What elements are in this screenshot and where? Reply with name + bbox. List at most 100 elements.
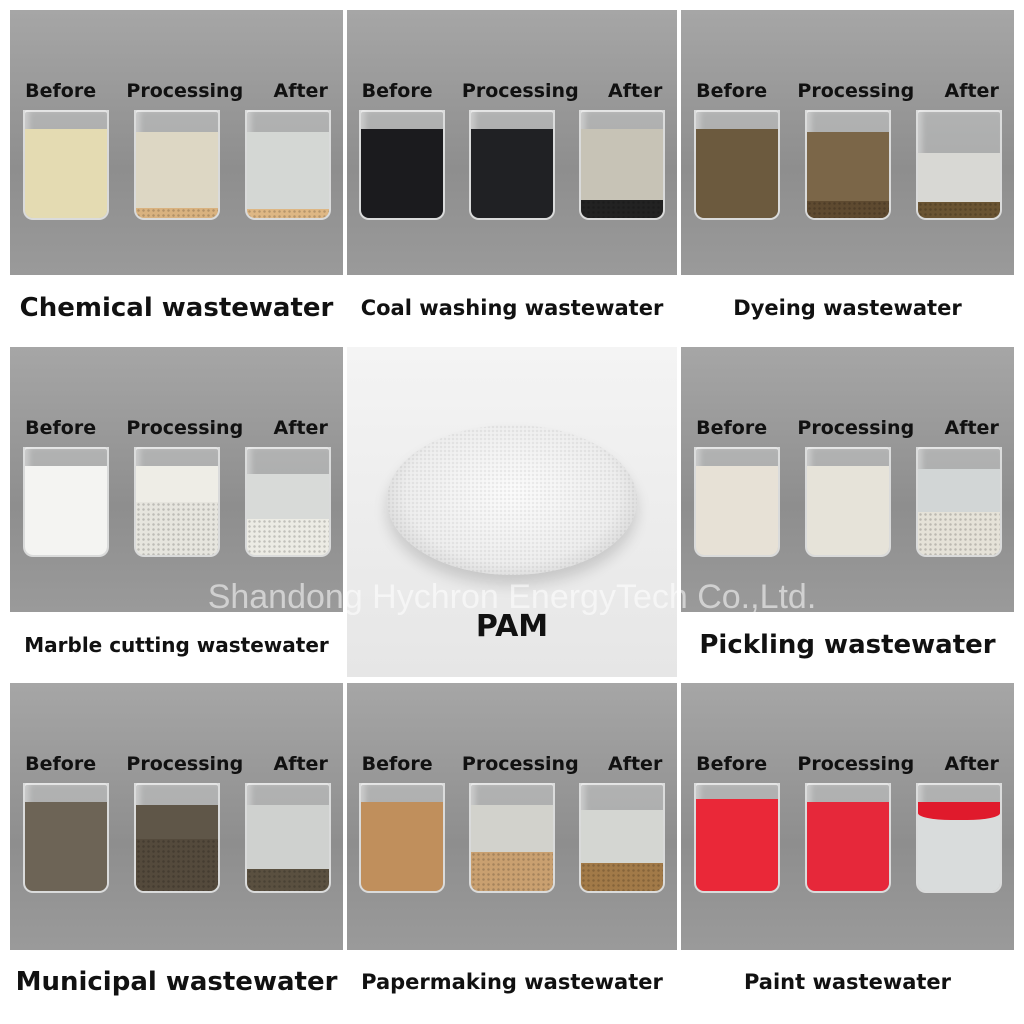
panel-caption: Chemical wastewater [10, 275, 343, 340]
stage-labels: Before Processing After [10, 753, 343, 775]
beaker-after [579, 783, 665, 893]
liquid [695, 466, 778, 555]
stage-label-after: After [944, 80, 999, 102]
beaker-after [915, 447, 1002, 557]
beaker-photo: Before Processing After [10, 347, 343, 612]
sediment [806, 200, 889, 218]
beaker-processing [133, 783, 220, 893]
liquid [471, 129, 553, 218]
stage-label-processing: Processing [797, 417, 915, 439]
beaker-before [22, 447, 109, 557]
stage-label-after: After [944, 753, 999, 775]
stage-label-processing: Processing [461, 753, 579, 775]
panel-caption: Papermaking wastewater [347, 950, 677, 1014]
liquid [695, 799, 778, 891]
stage-label-after: After [273, 753, 328, 775]
beaker-photo: Before Processing After [10, 683, 343, 950]
sediment [135, 501, 218, 555]
beaker-photo: Before Processing After [681, 683, 1014, 950]
beaker-after [244, 783, 331, 893]
pam-label: PAM [475, 609, 549, 644]
beaker-after [915, 783, 1002, 893]
liquid [806, 802, 889, 891]
beaker-photo: Before Processing After [681, 347, 1014, 612]
beaker-processing [804, 447, 891, 557]
beaker-after [244, 447, 331, 557]
floating-red-layer [917, 802, 1000, 820]
stage-labels: Before Processing After [681, 80, 1014, 102]
stage-label-processing: Processing [797, 80, 915, 102]
beaker-before [22, 110, 109, 220]
beaker-processing [133, 447, 220, 557]
stage-labels: Before Processing After [681, 417, 1014, 439]
sediment [135, 839, 218, 891]
pam-powder-dish-image [387, 425, 637, 575]
panel-caption: Municipal wastewater [10, 950, 343, 1014]
liquid [135, 131, 218, 218]
sediment [581, 200, 663, 218]
beaker-before [693, 783, 780, 893]
stage-label-after: After [944, 417, 999, 439]
sediment [917, 201, 1000, 218]
beaker-processing [469, 110, 555, 220]
stage-label-before: Before [696, 417, 768, 439]
sediment [246, 518, 329, 555]
stage-label-before: Before [696, 80, 768, 102]
stage-labels: Before Processing After [347, 80, 677, 102]
panel-caption: Pickling wastewater [681, 612, 1014, 677]
sediment [135, 207, 218, 218]
stage-labels: Before Processing After [10, 417, 343, 439]
stage-label-processing: Processing [461, 80, 579, 102]
beaker-processing [133, 110, 220, 220]
panel-caption: Paint wastewater [681, 950, 1014, 1014]
liquid [806, 466, 889, 555]
liquid [24, 129, 107, 218]
beaker-before [693, 447, 780, 557]
beaker-photo: Before Processing After [681, 10, 1014, 275]
beaker-after [244, 110, 331, 220]
beaker-after [579, 110, 665, 220]
beaker-processing [804, 110, 891, 220]
stage-labels: Before Processing After [681, 753, 1014, 775]
beaker-before [22, 783, 109, 893]
beaker-after [915, 110, 1002, 220]
stage-label-before: Before [25, 417, 97, 439]
stage-label-processing: Processing [126, 753, 244, 775]
beaker-photo: Before Processing After [10, 10, 343, 275]
stage-label-processing: Processing [797, 753, 915, 775]
stage-label-after: After [273, 417, 328, 439]
beaker-processing [469, 783, 555, 893]
beaker-before [693, 110, 780, 220]
stage-label-after: After [608, 80, 663, 102]
stage-label-before: Before [361, 80, 433, 102]
sediment [471, 852, 553, 891]
stage-label-after: After [273, 80, 328, 102]
stage-label-processing: Processing [126, 80, 244, 102]
beaker-before [359, 783, 445, 893]
pam-product-panel: PAM [347, 347, 677, 677]
sediment [917, 511, 1000, 555]
beaker-before [359, 110, 445, 220]
liquid [24, 802, 107, 891]
panel-caption: Dyeing wastewater [681, 275, 1014, 340]
stage-label-before: Before [696, 753, 768, 775]
liquid [246, 131, 329, 218]
stage-label-before: Before [25, 753, 97, 775]
panel-caption: Marble cutting wastewater [10, 612, 343, 677]
stage-label-processing: Processing [126, 417, 244, 439]
liquid [361, 802, 443, 891]
stage-labels: Before Processing After [10, 80, 343, 102]
sediment [581, 862, 663, 891]
liquid [695, 129, 778, 218]
stage-label-before: Before [25, 80, 97, 102]
sediment [246, 209, 329, 218]
